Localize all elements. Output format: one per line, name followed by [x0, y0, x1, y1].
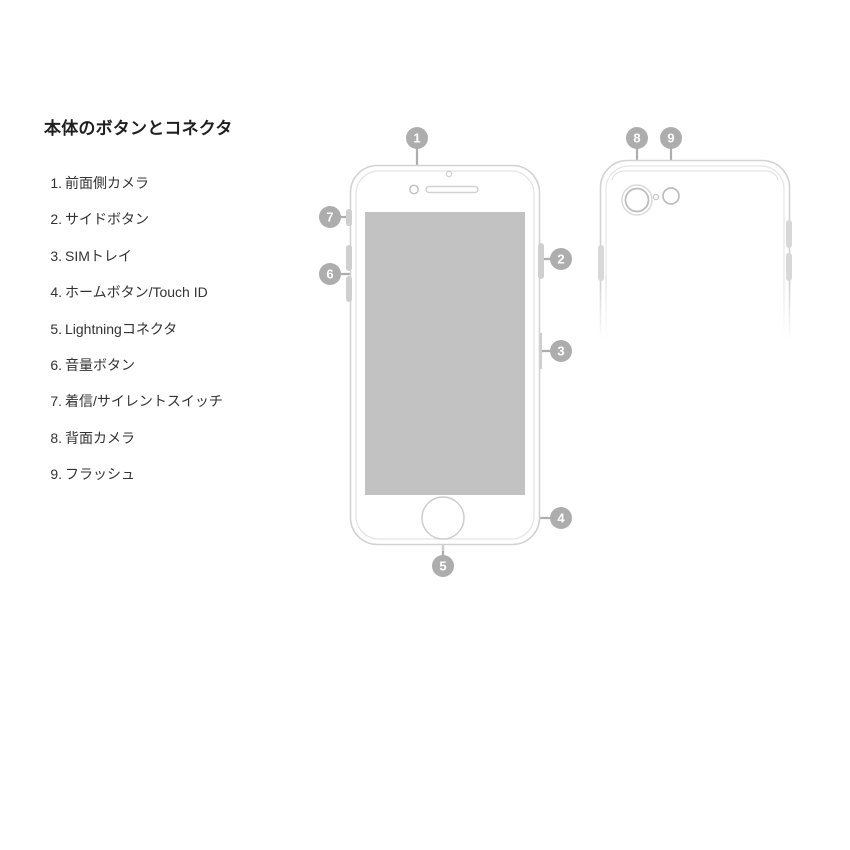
list-item-number: 1.	[50, 175, 62, 192]
list-item: 1.前面側カメラ	[44, 174, 304, 193]
page-title: 本体のボタンとコネクタ	[44, 119, 233, 138]
front-view	[346, 164, 544, 551]
list-item: 7.着信/サイレントスイッチ	[44, 392, 304, 411]
rear-camera-housing	[621, 184, 653, 216]
callout-badge-label: 7	[326, 210, 333, 225]
callout-badge-label: 9	[667, 131, 674, 146]
home-button-touch-id-icon	[421, 496, 465, 540]
volume-up-button-icon	[346, 245, 352, 271]
list-item: 9.フラッシュ	[44, 465, 304, 484]
front-body-inner-line	[355, 170, 535, 540]
list-item: 8.背面カメラ	[44, 429, 304, 448]
callout-badge-label: 5	[439, 559, 446, 574]
callout-badges: 1 2 3 4 5 6	[319, 127, 682, 577]
parts-text-panel: 本体のボタンとコネクタ 1.前面側カメラ 2.サイドボタン 3.SIMトレイ 4…	[44, 118, 304, 502]
callout-badge-6[interactable]: 6	[319, 263, 341, 285]
list-item-number: 3.	[50, 247, 62, 264]
parts-list: 1.前面側カメラ 2.サイドボタン 3.SIMトレイ 4.ホームボタン/Touc…	[44, 174, 304, 484]
callout-badge-9[interactable]: 9	[660, 127, 682, 149]
list-item: 3.SIMトレイ	[44, 247, 304, 266]
list-item: 5.Lightningコネクタ	[44, 320, 304, 339]
back-body-outline	[599, 159, 791, 541]
volume-down-button-icon	[346, 276, 352, 302]
list-item-label: 音量ボタン	[65, 357, 135, 374]
list-item-label: サイドボタン	[65, 211, 149, 228]
front-screen	[365, 212, 525, 495]
back-body-inner-line	[605, 165, 785, 535]
callout-badge-label: 3	[557, 344, 564, 359]
callout-badge-4[interactable]: 4	[550, 507, 572, 529]
list-item-label: 着信/サイレントスイッチ	[65, 393, 223, 410]
front-camera-icon	[409, 184, 419, 195]
ring-silent-switch-icon	[346, 209, 352, 226]
list-item: 4.ホームボタン/Touch ID	[44, 283, 304, 302]
callout-badge-3[interactable]: 3	[550, 340, 572, 362]
leader-lines	[340, 148, 673, 556]
list-item-number: 2.	[50, 211, 62, 228]
callout-badge-8[interactable]: 8	[626, 127, 648, 149]
list-item-number: 8.	[50, 429, 62, 446]
list-item-label: Lightningコネクタ	[65, 320, 178, 337]
list-item-label: ホームボタン/Touch ID	[65, 284, 208, 301]
list-item-number: 6.	[50, 357, 62, 374]
callout-badge-7[interactable]: 7	[319, 206, 341, 228]
callout-badge-5[interactable]: 5	[432, 555, 454, 577]
earpiece-speaker	[425, 185, 479, 194]
callout-badge-label: 8	[633, 131, 640, 146]
antenna-band	[611, 170, 779, 181]
rear-camera-icon	[624, 187, 650, 213]
back-side-button-icon	[598, 245, 604, 281]
callout-badge-label: 1	[413, 131, 420, 146]
back-volume-up-icon	[786, 220, 792, 248]
microphone-icon	[652, 193, 660, 201]
callout-badge-label: 4	[557, 511, 565, 526]
list-item-label: フラッシュ	[65, 466, 135, 483]
list-item-label: SIMトレイ	[65, 247, 132, 264]
list-item-number: 9.	[50, 466, 62, 483]
list-item: 2.サイドボタン	[44, 210, 304, 229]
proximity-sensor-icon	[445, 170, 453, 178]
list-item-label: 背面カメラ	[65, 429, 135, 446]
flash-icon	[662, 187, 680, 205]
list-item-number: 5.	[50, 320, 62, 337]
back-view	[598, 159, 792, 541]
callout-badge-label: 6	[326, 267, 333, 282]
callout-badge-label: 2	[557, 252, 564, 267]
callout-badge-2[interactable]: 2	[550, 248, 572, 270]
back-volume-down-icon	[786, 253, 792, 281]
list-item-label: 前面側カメラ	[65, 175, 149, 192]
list-item-number: 4.	[50, 284, 62, 301]
callout-badge-1[interactable]: 1	[406, 127, 428, 149]
list-item: 6.音量ボタン	[44, 356, 304, 375]
side-button-icon	[538, 243, 544, 279]
list-item-number: 7.	[50, 393, 62, 410]
front-body-outline	[349, 164, 541, 546]
